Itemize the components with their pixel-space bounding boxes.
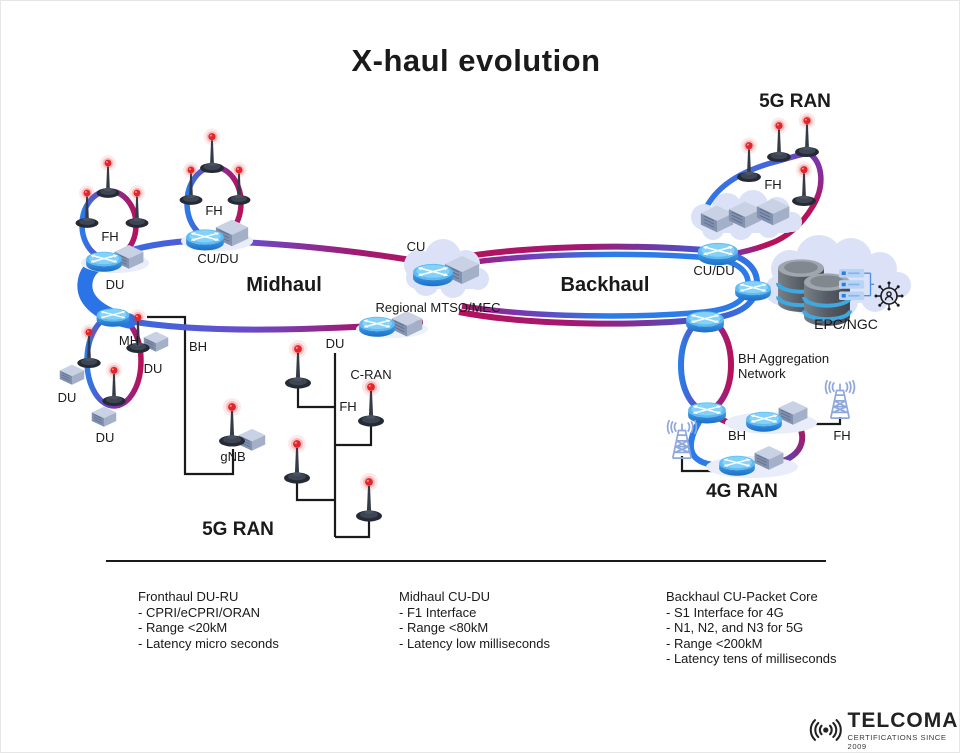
logo-brand: TELCOMA [847,708,959,732]
antenna-icon [77,324,101,368]
router-icon [697,242,739,267]
router-icon [687,401,727,425]
antenna-icon [219,398,245,447]
antenna-icon [227,162,251,205]
legend-column-0: Fronthaul DU-RU- CPRI/eCPRI/ORAN- Range … [138,589,279,651]
cran-branch-4 [335,520,371,539]
legend-column-1: Midhaul CU-DU- F1 Interface- Range <80kM… [399,589,550,651]
antenna-icon [356,473,382,522]
antenna-icon [285,340,311,389]
legend-title: Midhaul CU-DU [399,589,491,604]
legend-item: - Latency micro seconds [138,635,279,651]
legend-item: - Range <80kM [399,620,489,635]
label-ran-4g: 4G RAN [706,481,778,502]
label-du-loop-a: DU [105,277,125,292]
antenna-icon [75,185,99,228]
label-fh-cran: FH [339,399,357,414]
label-du-cran: DU [325,336,345,351]
label-midhaul: Midhaul [246,274,322,296]
legend-item: - Range <20kM [138,620,228,635]
label-ran-5g-bottom: 5G RAN [202,519,274,540]
tower-line-right [807,417,842,426]
label-regional-mtso: Regional MTSO/MEC [375,300,501,315]
label-du-far-left: DU [57,390,77,405]
antenna-icon [792,161,816,207]
legend-item: - Latency tens of milliseconds [666,651,837,666]
page-title: X-haul evolution [351,43,601,78]
legend-item: - S1 Interface for 4G [666,604,784,620]
bh-line-to-gnb [147,315,235,476]
label-fh-loop-a: FH [101,229,119,244]
router-icon [685,310,725,334]
antenna-icon [102,362,126,406]
antenna-icon [737,137,761,183]
label-ran-5g-top: 5G RAN [759,91,831,112]
tower-line-left [680,456,713,473]
legend-item: - N1, N2, and N3 for 5G [666,620,804,635]
router-icon [734,280,772,302]
label-epc-ngc: EPC/NGC [814,316,878,332]
label-du-mid: DU [95,430,115,445]
antenna-icon [358,378,384,427]
cran-branch-1 [296,385,335,409]
label-bh-aggregation: BH Aggregation Network [738,351,830,382]
label-c-ran: C-RAN [350,367,392,382]
label-du-right: DU [143,361,163,376]
label-fh-4g: FH [833,428,851,443]
antenna-icon [767,117,791,163]
switch-icon [59,364,85,386]
router-icon [85,251,123,273]
bh-aggregation-ring [678,317,734,413]
router-icon [745,411,783,433]
label-backhaul: Backhaul [560,274,650,296]
legend-item: - Range <200kM [666,635,763,651]
router-icon [95,307,131,328]
radio-waves-icon [809,719,842,741]
switch-icon [91,406,117,428]
antenna-icon [795,112,819,158]
label-bh-4g: BH [727,428,747,443]
legend-item: - Latency low milliseconds [399,635,551,651]
antenna-icon [179,162,203,205]
legend-divider [106,560,826,562]
cran-branch-3 [295,480,335,502]
router-icon [358,316,396,338]
cell-tower-icon [824,379,856,419]
legend-title: Backhaul CU-Packet Core [666,589,818,604]
router-icon [185,228,225,252]
label-cudu-loop-b: CU/DU [197,251,239,266]
legend-title: Fronthaul DU-RU [138,589,239,604]
label-cu: CU [406,239,426,254]
telcoma-logo: TELCOMA CERTIFICATIONS SINCE 2009 [807,708,959,751]
label-fh-loop-b: FH [205,203,223,218]
label-bh-left: BH [188,339,208,354]
router-icon [412,263,454,288]
cran-branch-2 [335,423,373,447]
logo-tagline: CERTIFICATIONS SINCE 2009 [847,732,947,751]
black-connector-lines [147,315,842,539]
label-mh: MH [118,333,140,348]
antenna-icon [96,155,120,198]
antenna-icon [200,128,224,174]
legend-column-2: Backhaul CU-Packet Core- S1 Interface fo… [666,589,837,667]
legend-item: - F1 Interface [399,604,477,620]
label-cudu-5g: CU/DU [693,263,735,278]
label-gnb: gNB [220,449,246,464]
router-icon [718,455,756,477]
label-fh-5g: FH [764,177,782,192]
antenna-icon [284,435,310,484]
legend-item: - CPRI/eCPRI/ORAN [138,604,261,620]
network-hub-icon [873,280,905,312]
